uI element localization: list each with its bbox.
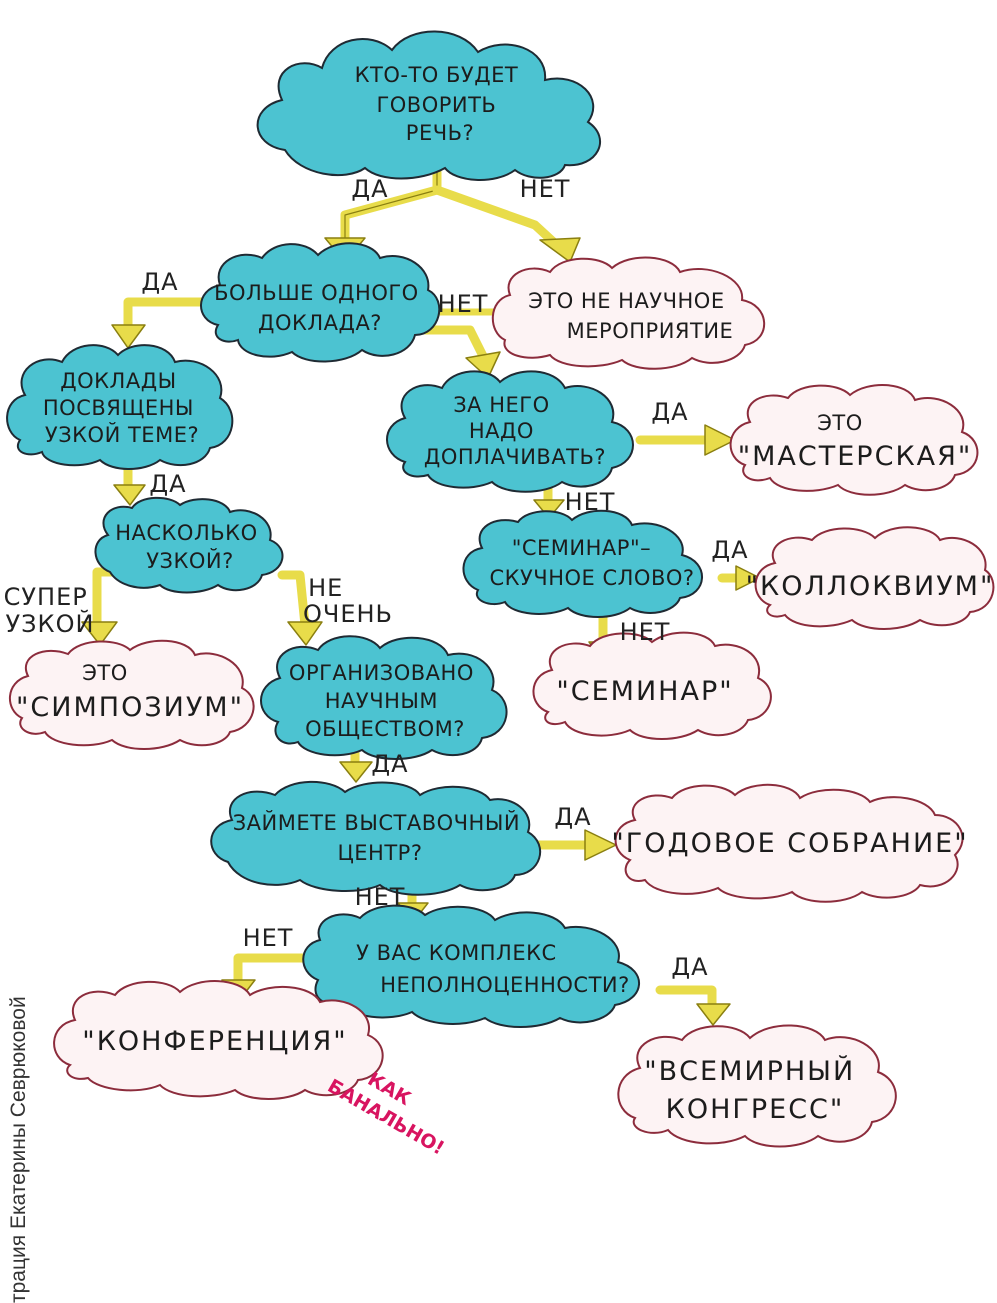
arrow-q2-no-down: [415, 325, 490, 365]
arrowhead-q9-yes: [696, 1003, 731, 1026]
question-text: ЗА НЕГО НАДО ДОПЛАЧИВАТЬ?: [424, 393, 606, 469]
result-text-main: "КОЛЛОКВИУМ": [746, 571, 995, 602]
result-text-main: "КОНФЕРЕНЦИЯ": [82, 1026, 347, 1057]
result-cloud-symposium: ЭТО "СИМПОЗИУМ": [8, 639, 255, 750]
cloud-shape: [729, 384, 979, 496]
result-text: ЭТО НЕ НАУЧНОЕ МЕРОПРИЯТИЕ: [528, 289, 733, 343]
cloud-shape: [94, 496, 284, 594]
result-text-main: "ГОДОВОЕ СОБРАНИЕ": [611, 828, 968, 859]
label-q1-no: НЕТ: [520, 175, 571, 203]
cloud-shape: [617, 1024, 897, 1148]
arrow-q1-yes-outline: [344, 171, 438, 249]
question-cloud-scientific-society: ОРГАНИЗОВАНО НАУЧНЫМ ОБЩЕСТВОМ?: [260, 635, 508, 760]
question-text: У ВАС КОМПЛЕКС НЕПОЛНОЦЕННОСТИ?: [356, 941, 630, 997]
question-cloud-exhibition-center: ЗАЙМЕТЕ ВЫСТАВОЧНЫЙ ЦЕНТР?: [210, 780, 542, 896]
cloud-shape: [491, 256, 766, 370]
result-cloud-not-scientific: ЭТО НЕ НАУЧНОЕ МЕРОПРИЯТИЕ: [491, 256, 766, 370]
question-cloud-extra-pay: ЗА НЕГО НАДО ДОПЛАЧИВАТЬ?: [386, 370, 634, 493]
arrowhead-q8-yes: [584, 829, 617, 861]
label-q9-no: НЕТ: [243, 924, 294, 952]
cloud-shape: [614, 783, 964, 903]
result-clouds: ЭТО НЕ НАУЧНОЕ МЕРОПРИЯТИЕ ЭТО "МАСТЕРСК…: [8, 256, 995, 1148]
question-cloud-how-narrow: НАСКОЛЬКО УЗКОЙ?: [94, 496, 284, 594]
arrow-q4-not-very: [277, 570, 310, 630]
cloud-shape: [532, 631, 772, 740]
cloud-shape: [260, 635, 508, 760]
cloud-shape: [210, 780, 542, 896]
arrowhead-q4-not-very: [287, 621, 323, 646]
edge-labels: ДА НЕТ ДА НЕТ ДА СУПЕР УЗКОЙ НЕ ОЧЕНЬ ДА…: [4, 175, 748, 981]
question-text: ОРГАНИЗОВАНО НАУЧНЫМ ОБЩЕСТВОМ?: [289, 661, 481, 741]
label-q1-yes: ДА: [351, 175, 388, 203]
cloud-shape: [462, 509, 703, 618]
cloud-shape: [754, 526, 995, 630]
connector-arrows: [81, 167, 761, 1026]
question-text: "СЕМИНАР"– СКУЧНОЕ СЛОВО?: [489, 536, 694, 590]
arrowhead-q7-yes: [339, 761, 373, 783]
cloud-shape: [256, 30, 601, 181]
label-q9-yes: ДА: [671, 953, 708, 981]
arrowhead-q1-no: [539, 237, 581, 263]
arrowhead-q2-yes: [111, 324, 146, 349]
label-q4-not-very: НЕ ОЧЕНЬ: [303, 574, 393, 628]
label-q5-yes: ДА: [651, 398, 688, 426]
result-text: ЭТО: [817, 411, 863, 435]
arrow-q9-no: [233, 953, 315, 990]
question-text: БОЛЬШЕ ОДНОГО ДОКЛАДА?: [214, 281, 426, 335]
question-cloud-more-than-one-talk: БОЛЬШЕ ОДНОГО ДОКЛАДА?: [200, 242, 441, 363]
result-text-main: "ВСЕМИРНЫЙ КОНГРЕСС": [644, 1055, 866, 1125]
label-q6-no: НЕТ: [620, 618, 671, 646]
result-cloud-colloquium: "КОЛЛОКВИУМ": [746, 526, 995, 630]
label-q2-yes: ДА: [141, 268, 178, 296]
question-cloud-seminar-boring: "СЕМИНАР"– СКУЧНОЕ СЛОВО?: [462, 509, 703, 618]
question-cloud-inferiority-complex: У ВАС КОМПЛЕКС НЕПОЛНОЦЕННОСТИ?: [302, 904, 640, 1028]
question-text: ДОКЛАДЫ ПОСВЯЩЕНЫ УЗКОЙ ТЕМЕ?: [43, 369, 201, 447]
label-q8-no: НЕТ: [355, 883, 406, 911]
label-q8-yes: ДА: [554, 803, 591, 831]
question-text: НАСКОЛЬКО УЗКОЙ?: [115, 521, 265, 573]
result-text: ЭТО: [82, 661, 128, 685]
label-q5-no: НЕТ: [565, 488, 616, 516]
cloud-shape: [386, 370, 634, 493]
label-q3-yes: ДА: [149, 470, 186, 498]
question-clouds: КТО-ТО БУДЕТ ГОВОРИТЬ РЕЧЬ? БОЛЬШЕ ОДНОГ…: [6, 30, 703, 1028]
arrowhead-q5-yes: [704, 424, 736, 456]
arrowhead-q5-no: [533, 499, 565, 519]
result-text-main: "МАСТЕРСКАЯ": [738, 441, 973, 472]
result-text-main: "СЕМИНАР": [556, 676, 733, 707]
cloud-shape: [53, 980, 384, 1100]
question-cloud-narrow-topic: ДОКЛАДЫ ПОСВЯЩЕНЫ УЗКОЙ ТЕМЕ?: [6, 344, 234, 470]
arrowhead-q3-yes: [113, 484, 146, 506]
result-cloud-conference: "КОНФЕРЕНЦИЯ": [53, 980, 384, 1100]
arrowhead-q6-yes: [735, 565, 761, 591]
result-cloud-workshop: ЭТО "МАСТЕРСКАЯ": [729, 384, 979, 496]
cloud-shape: [200, 242, 441, 363]
result-cloud-seminar: "СЕМИНАР": [532, 631, 772, 740]
cloud-shape: [8, 639, 255, 750]
arrow-q4-super: [92, 567, 117, 630]
cloud-shape: [6, 344, 234, 470]
arrow-q2-yes: [123, 297, 213, 337]
illustration-credit: трация Екатерины Севрюковой: [7, 996, 30, 1303]
label-q2-no: НЕТ: [438, 290, 489, 318]
question-text: КТО-ТО БУДЕТ ГОВОРИТЬ РЕЧЬ?: [355, 63, 526, 145]
question-cloud-speech: КТО-ТО БУДЕТ ГОВОРИТЬ РЕЧЬ?: [256, 30, 601, 181]
result-cloud-annual-meeting: "ГОДОВОЕ СОБРАНИЕ": [611, 783, 968, 903]
question-text: ЗАЙМЕТЕ ВЫСТАВОЧНЫЙ ЦЕНТР?: [233, 810, 528, 865]
arrow-q9-yes: [655, 985, 717, 1013]
result-text-main: "СИМПОЗИУМ": [16, 692, 244, 723]
label-q6-yes: ДА: [711, 536, 748, 564]
cloud-shape: [302, 904, 640, 1028]
result-cloud-world-congress: "ВСЕМИРНЫЙ КОНГРЕСС": [617, 1024, 897, 1148]
label-q7-yes: ДА: [371, 750, 408, 778]
label-q4-super: СУПЕР УЗКОЙ: [4, 583, 97, 638]
arrowhead-q4-super: [81, 621, 118, 646]
arrowhead-q2-no: [465, 351, 501, 379]
flowchart-canvas: КТО-ТО БУДЕТ ГОВОРИТЬ РЕЧЬ? БОЛЬШЕ ОДНОГ…: [4, 30, 995, 1159]
